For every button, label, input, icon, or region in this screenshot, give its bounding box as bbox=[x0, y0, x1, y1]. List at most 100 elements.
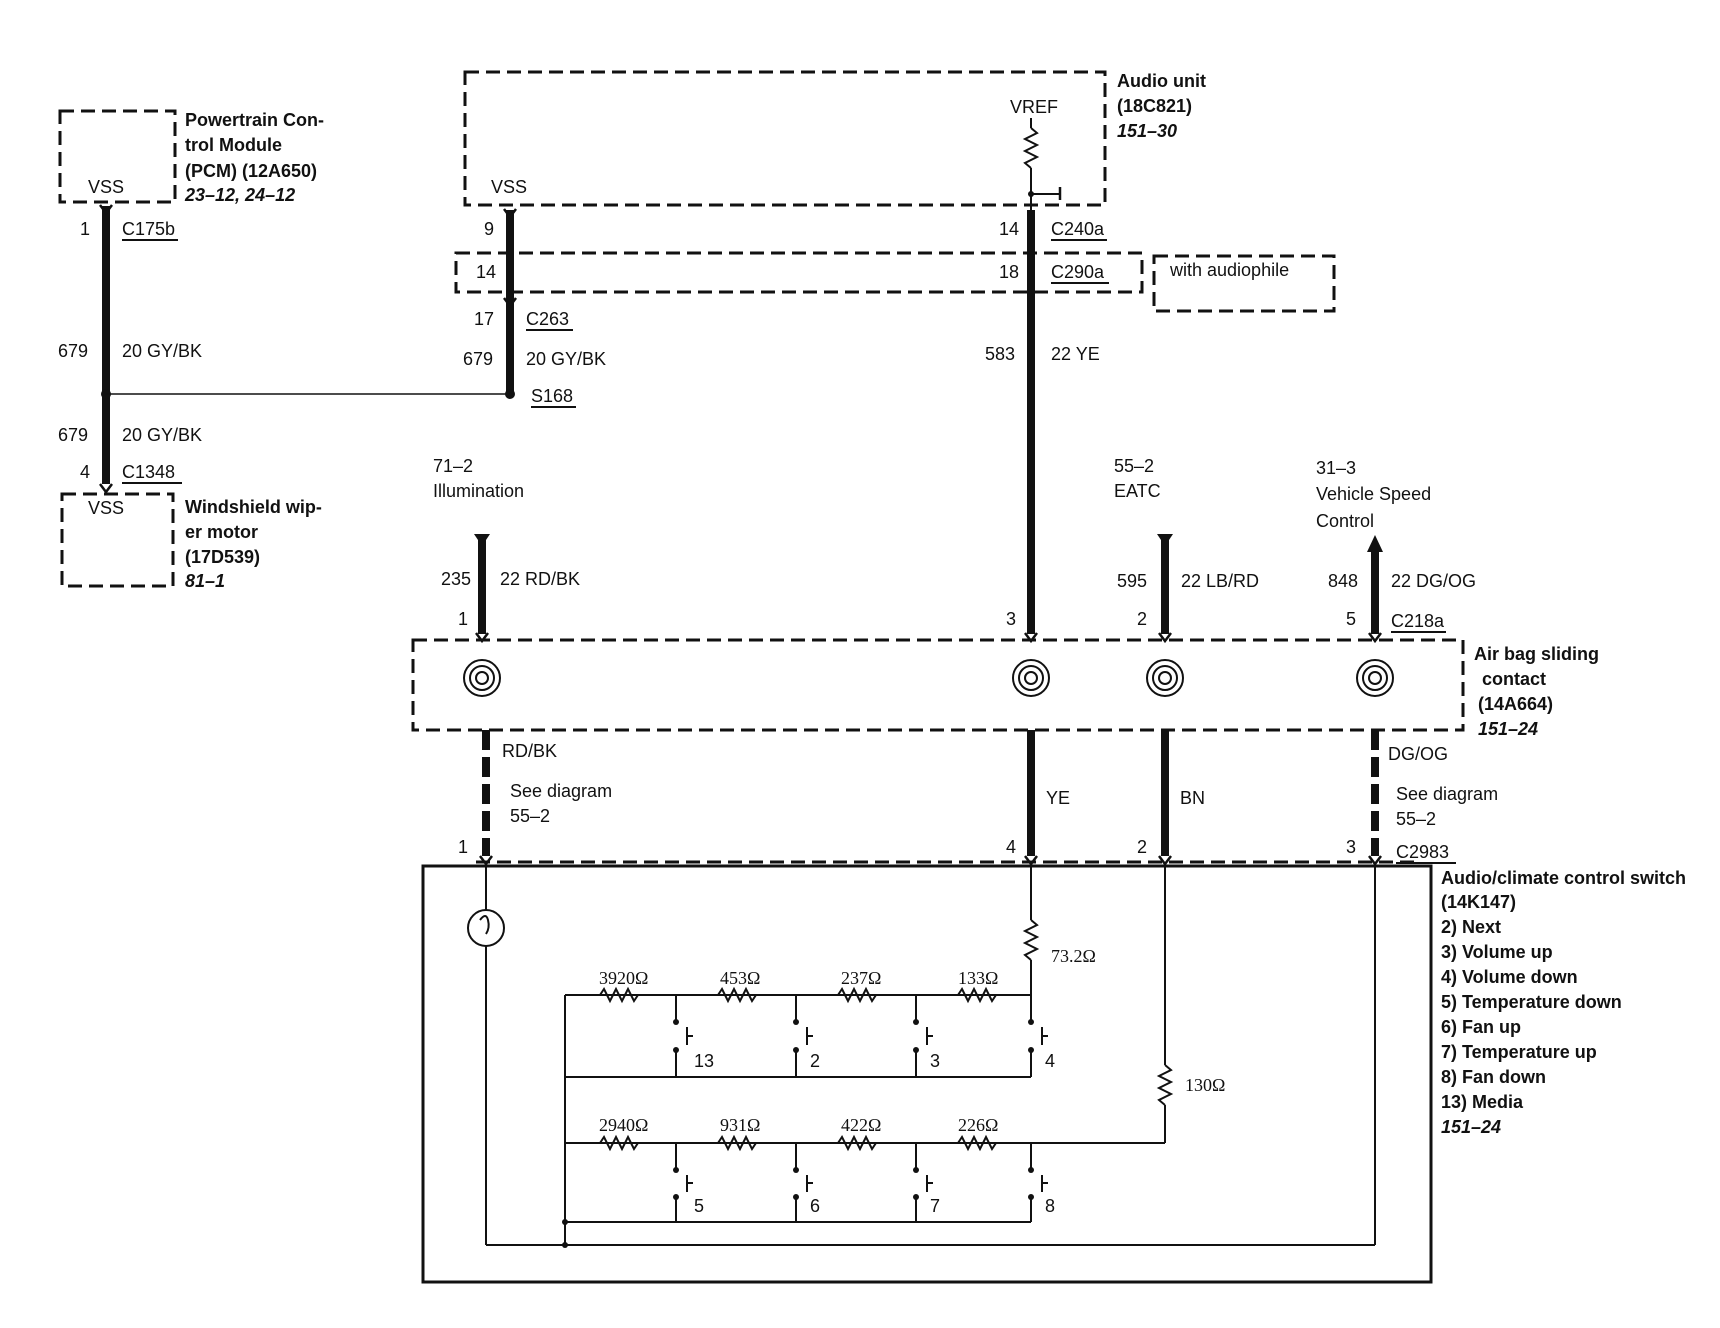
c2983-chevrons bbox=[479, 855, 1382, 867]
switch-item: 13) Media bbox=[1441, 1092, 1524, 1112]
c263-label: C263 bbox=[526, 309, 569, 329]
switch-7 bbox=[913, 1143, 933, 1222]
c218a-pin-1: 1 bbox=[458, 609, 468, 629]
resistor-r1-4 bbox=[957, 986, 997, 1004]
dgog-label: DG/OG bbox=[1388, 744, 1448, 764]
ye-label: YE bbox=[1046, 788, 1070, 808]
c290a-label: C290a bbox=[1051, 262, 1105, 282]
c1348-label: C1348 bbox=[122, 462, 175, 482]
r1-label-3: 237Ω bbox=[841, 968, 881, 988]
resistor-73-2-label: 73.2Ω bbox=[1051, 946, 1096, 966]
c263-pin: 17 bbox=[474, 309, 494, 329]
switch-label-line2: (14K147) bbox=[1441, 892, 1516, 912]
see-right-line1: See diagram bbox=[1396, 784, 1498, 804]
vsc-ref: 31–3 bbox=[1316, 458, 1356, 478]
r1-label-2: 453Ω bbox=[720, 968, 760, 988]
wiper-module-box bbox=[60, 492, 175, 588]
switch-ref: 151–24 bbox=[1441, 1117, 1501, 1137]
switch-label-3: 3 bbox=[930, 1051, 940, 1071]
eatc-color: 22 LB/RD bbox=[1181, 571, 1259, 591]
audio-vref-color: 22 YE bbox=[1051, 344, 1100, 364]
pcm-module-box bbox=[58, 109, 177, 204]
pcm-upper-circuit: 679 bbox=[58, 341, 88, 361]
audio-vss-color: 20 GY/BK bbox=[526, 349, 606, 369]
switches-row-1 bbox=[673, 995, 1048, 1077]
illum-color: 22 RD/BK bbox=[500, 569, 580, 589]
pcm-lower-color: 20 GY/BK bbox=[122, 425, 202, 445]
switch-item: 7) Temperature up bbox=[1441, 1042, 1597, 1062]
c2983-label: C2983 bbox=[1396, 842, 1449, 862]
pcm-label-line2: trol Module bbox=[185, 135, 282, 155]
switch-box bbox=[421, 864, 1433, 1284]
pcm-label-line3: (PCM) (12A650) bbox=[185, 161, 317, 181]
eatc-name: EATC bbox=[1114, 481, 1161, 501]
c175b-label: C175b bbox=[122, 219, 175, 239]
see-left-line2: 55–2 bbox=[510, 806, 550, 826]
airbag-box bbox=[411, 638, 1465, 732]
audio-unit-box bbox=[463, 70, 1107, 207]
audio-ref: 151–30 bbox=[1117, 121, 1177, 141]
resistor-130-label: 130Ω bbox=[1185, 1075, 1225, 1095]
illum-circuit: 235 bbox=[441, 569, 471, 589]
vsc-name-line1: Vehicle Speed bbox=[1316, 484, 1431, 504]
bn-label: BN bbox=[1180, 788, 1205, 808]
switch-4 bbox=[1028, 995, 1048, 1077]
r2-label-3: 422Ω bbox=[841, 1115, 881, 1135]
resistor-r1-3 bbox=[837, 986, 877, 1004]
resistor-r2-2 bbox=[717, 1134, 757, 1152]
pcm-label-line1: Powertrain Con- bbox=[185, 110, 324, 130]
switch-label-line1: Audio/climate control switch bbox=[1441, 868, 1686, 888]
switch-label-8: 8 bbox=[1045, 1196, 1055, 1216]
r1-label-4: 133Ω bbox=[958, 968, 998, 988]
pcm-pin-vss: VSS bbox=[88, 177, 124, 197]
c240a-right-pin: 14 bbox=[999, 219, 1019, 239]
ladder-row-2 bbox=[562, 1077, 1031, 1248]
switch-label-6: 6 bbox=[810, 1196, 820, 1216]
audio-vss-circuit: 679 bbox=[463, 349, 493, 369]
switch-label-7: 7 bbox=[930, 1196, 940, 1216]
c240a-label: C240a bbox=[1051, 219, 1105, 239]
wiper-pin-vss: VSS bbox=[88, 498, 124, 518]
c218a-pin-3: 3 bbox=[1006, 609, 1016, 629]
switch-item: 8) Fan down bbox=[1441, 1067, 1546, 1087]
eatc-circuit: 595 bbox=[1117, 571, 1147, 591]
r1-label-1: 3920Ω bbox=[599, 968, 648, 988]
lamp-filament bbox=[479, 915, 490, 935]
c218a-pin-2: 2 bbox=[1137, 609, 1147, 629]
resistor-r1-1 bbox=[599, 986, 639, 1004]
wiper-label-line2: er motor bbox=[185, 522, 258, 542]
switch-5 bbox=[673, 1143, 693, 1222]
switch-6 bbox=[793, 1143, 813, 1222]
c218a-pin-5: 5 bbox=[1346, 609, 1356, 629]
airbag-label-line2: contact bbox=[1482, 669, 1546, 689]
illum-ref: 71–2 bbox=[433, 456, 473, 476]
vsc-circuit: 848 bbox=[1328, 571, 1358, 591]
wiper-label-line3: (17D539) bbox=[185, 547, 260, 567]
airbag-ref: 151–24 bbox=[1478, 719, 1538, 739]
resistor-r2-1 bbox=[599, 1134, 639, 1152]
switch-label-13: 13 bbox=[694, 1051, 714, 1071]
c290a-left-pin: 14 bbox=[476, 262, 496, 282]
c2983-pin-3: 3 bbox=[1346, 837, 1356, 857]
c175b-pin: 1 bbox=[80, 219, 90, 239]
audio-label-line1: Audio unit bbox=[1117, 71, 1206, 91]
switch-label-4: 4 bbox=[1045, 1051, 1055, 1071]
switch-label-2: 2 bbox=[810, 1051, 820, 1071]
c290a-audiophile-box bbox=[454, 251, 1144, 294]
airbag-label-line3: (14A664) bbox=[1478, 694, 1553, 714]
switch-item: 4) Volume down bbox=[1441, 967, 1578, 987]
resistor-r2-4 bbox=[957, 1134, 997, 1152]
eatc-ref: 55–2 bbox=[1114, 456, 1154, 476]
r2-label-1: 2940Ω bbox=[599, 1115, 648, 1135]
illum-name: Illumination bbox=[433, 481, 524, 501]
pcm-upper-color: 20 GY/BK bbox=[122, 341, 202, 361]
resistor-r1-2 bbox=[717, 986, 757, 1004]
pcm-ref: 23–12, 24–12 bbox=[184, 185, 295, 205]
wiper-label-line1: Windshield wip- bbox=[185, 497, 322, 517]
audiophile-note-box bbox=[1152, 254, 1336, 313]
vsc-color: 22 DG/OG bbox=[1391, 571, 1476, 591]
resistor-73-2 bbox=[1022, 919, 1040, 961]
c2983-pin-1: 1 bbox=[458, 837, 468, 857]
wiper-ref: 81–1 bbox=[185, 571, 225, 591]
